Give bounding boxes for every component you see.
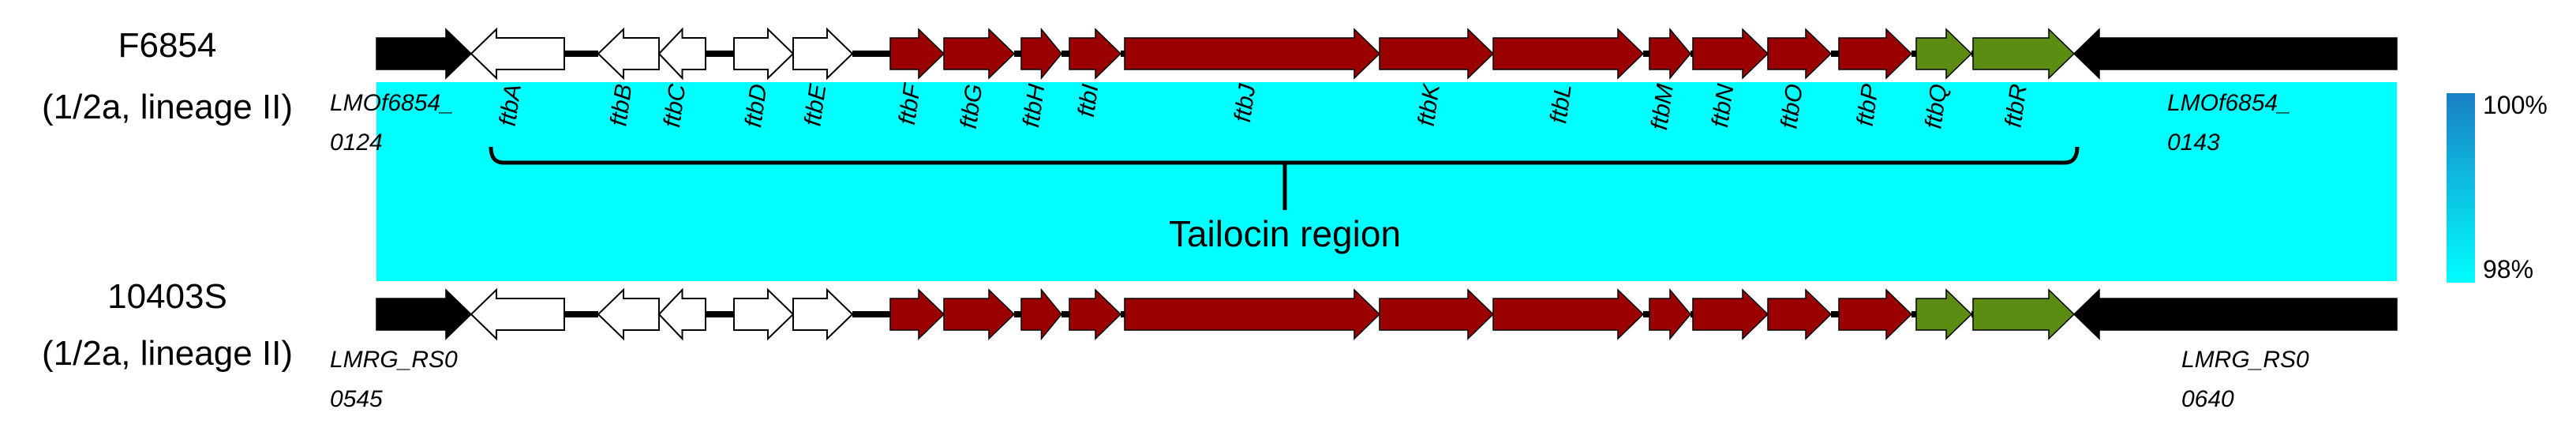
strain-1-left-flank-label-line1: LMOf6854_	[330, 90, 454, 116]
strain-1-right-flank-label-line1: LMOf6854_	[2167, 90, 2291, 116]
gene-arrow-ftbP	[1838, 28, 1913, 80]
gene-arrow-ftbB	[597, 287, 660, 341]
gene-arrow-ftbK	[1379, 288, 1495, 340]
gene-arrow-ftbK	[1379, 28, 1495, 80]
gene-arrow-ftbE	[792, 287, 854, 341]
gene-label-ftbK: ftbK	[1413, 81, 1445, 127]
strain-2-name: 10403S	[107, 277, 227, 316]
gene-arrow-ftbI	[1069, 288, 1122, 340]
gene-arrow-ftbC	[657, 27, 706, 81]
strain-2-left-flank-label-line1: LMRG_RS0	[330, 347, 458, 373]
gene-label-ftbA: ftbA	[495, 82, 526, 127]
gene-arrow-ftbA	[470, 287, 565, 341]
gene-label-ftbN: ftbN	[1707, 82, 1739, 129]
gene-labels: ftbA ftbB ftbC ftbD ftbE ftbF ftbG ftbH ftbI ftbJ…	[495, 81, 2032, 131]
gene-arrow-ftbC	[657, 287, 706, 341]
strain-2-right-flank-label-line1: LMRG_RS0	[2181, 347, 2309, 373]
gene-label-ftbD: ftbD	[740, 82, 772, 129]
gene-arrow-ftbL	[1492, 28, 1645, 80]
strain-1-subtitle: (1/2a, lineage II)	[42, 88, 293, 126]
gene-arrow-ftbQ	[1915, 288, 1973, 340]
gene-arrow-ftbJ	[1124, 288, 1381, 340]
strain-2-right-flank-label-line2: 0640	[2181, 386, 2234, 412]
gene-arrow-ftbA	[470, 27, 565, 81]
right-flank-gene-arrow	[2072, 288, 2398, 340]
gene-label-ftbE: ftbE	[799, 81, 831, 127]
gene-label-ftbP: ftbP	[1852, 82, 1884, 127]
left-flank-gene-arrow	[376, 288, 473, 340]
tailocin-region-label: Tailocin region	[1169, 213, 1401, 254]
gene-arrow-ftbH	[1020, 27, 1062, 81]
gene-arrow-ftbR	[1972, 28, 2076, 80]
gene-arrow-ftbH	[1020, 287, 1062, 341]
gene-arrow-ftbG	[943, 288, 1016, 340]
right-flank-gene-arrow	[2072, 28, 2398, 80]
gene-label-ftbC: ftbC	[659, 82, 691, 129]
gene-arrow-ftbJ	[1124, 28, 1381, 80]
tailocin-region-bracket	[489, 146, 2080, 210]
gene-label-ftbJ: ftbJ	[1230, 81, 1261, 123]
gene-arrow-ftbQ	[1915, 28, 1973, 80]
gene-label-ftbH: ftbH	[1018, 82, 1050, 129]
strain-2-left-flank-label-line2: 0545	[330, 386, 383, 412]
gene-arrow-ftbI	[1069, 28, 1122, 80]
gene-arrow-ftbO	[1767, 28, 1833, 80]
gene-label-ftbG: ftbG	[956, 82, 988, 130]
gene-arrow-ftbD	[733, 27, 795, 81]
gene-arrow-ftbF	[889, 28, 945, 80]
gene-label-ftbB: ftbB	[605, 82, 637, 127]
gene-arrow-ftbF	[889, 288, 945, 340]
gene-arrow-ftbG	[943, 28, 1016, 80]
gene-arrow-ftbM	[1649, 27, 1691, 81]
gene-arrow-ftbR	[1972, 288, 2076, 340]
strain-1-right-flank-label-line2: 0143	[2167, 130, 2220, 156]
identity-scale-max-label: 100%	[2483, 91, 2548, 119]
gene-track-10403s	[376, 287, 2398, 341]
gene-track-f6854	[376, 27, 2398, 81]
gene-arrow-ftbN	[1692, 288, 1769, 340]
gene-label-ftbO: ftbO	[1776, 82, 1808, 130]
gene-arrow-ftbO	[1767, 288, 1833, 340]
identity-color-scale	[2447, 93, 2475, 283]
strain-2-subtitle: (1/2a, lineage II)	[42, 334, 293, 373]
gene-arrow-ftbL	[1492, 288, 1645, 340]
gene-label-ftbL: ftbL	[1545, 82, 1577, 125]
strain-1-left-flank-label-line2: 0124	[330, 130, 383, 156]
gene-label-ftbR: ftbR	[2001, 82, 2032, 129]
gene-label-ftbQ: ftbQ	[1920, 82, 1953, 130]
gene-arrow-ftbD	[733, 287, 795, 341]
gene-arrow-ftbB	[597, 27, 660, 81]
left-flank-gene-arrow	[376, 28, 473, 80]
identity-scale-min-label: 98%	[2483, 255, 2533, 283]
gene-arrow-ftbM	[1649, 287, 1691, 341]
strain-1-name: F6854	[118, 26, 217, 65]
gene-arrow-ftbP	[1838, 288, 1913, 340]
gene-arrow-ftbE	[792, 27, 854, 81]
gene-label-ftbI: ftbI	[1073, 82, 1103, 118]
gene-arrow-ftbN	[1692, 28, 1769, 80]
gene-label-ftbF: ftbF	[894, 81, 926, 126]
gene-label-ftbM: ftbM	[1646, 82, 1679, 131]
sequence-identity-band	[376, 82, 2397, 281]
